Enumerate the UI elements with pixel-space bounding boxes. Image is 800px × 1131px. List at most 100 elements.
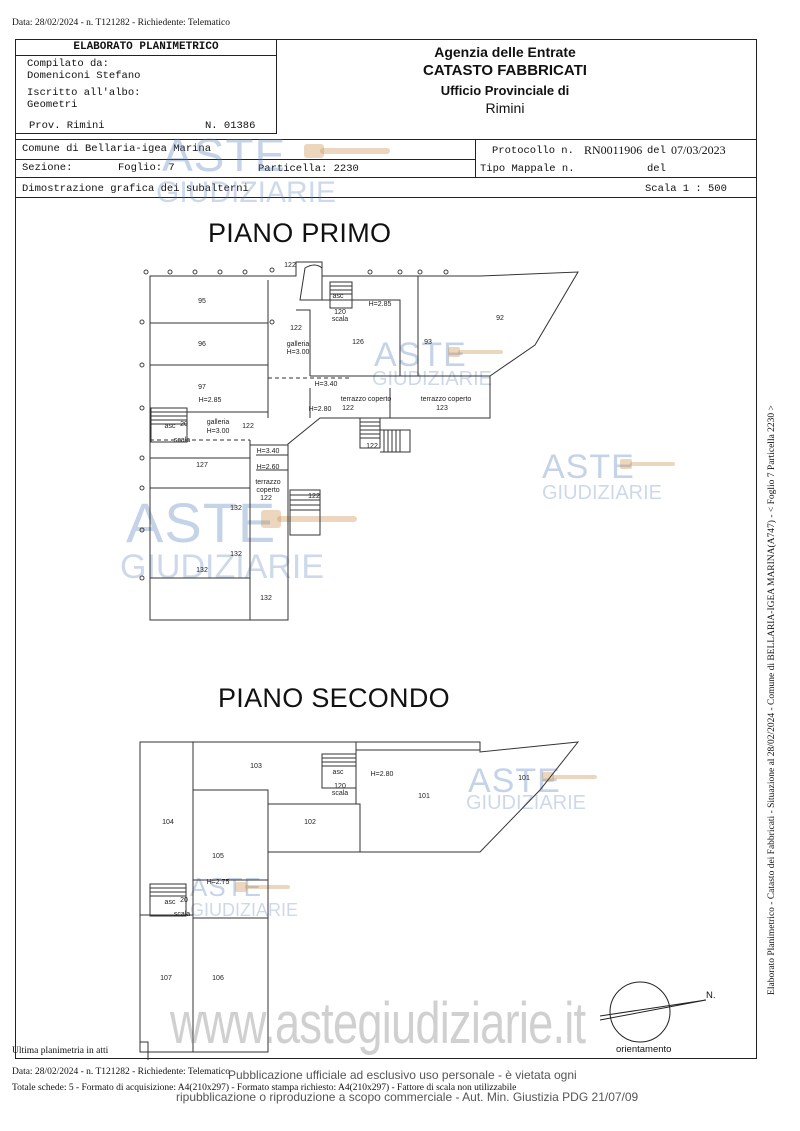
publication-notice-2: ripubblicazione o riproduzione a scopo c… <box>176 1090 639 1104</box>
gavel-icon <box>448 347 503 357</box>
room-label: 97 <box>198 384 206 391</box>
ufficio-city: Rimini <box>485 100 525 116</box>
sezione-label: Sezione: <box>22 162 73 174</box>
footer-totale-line: Totale schede: 5 - Formato di acquisizio… <box>12 1083 517 1093</box>
site-watermark: www.astegiudiziarie.it <box>170 991 586 1056</box>
foglio: Foglio: 7 <box>118 162 175 174</box>
gavel-icon <box>542 772 597 782</box>
numero-albo: N. 01386 <box>205 120 256 132</box>
room-label: 122 <box>260 495 272 502</box>
room-label: 102 <box>304 819 316 826</box>
compass-icon <box>599 981 707 1043</box>
watermark-giudiziarie: GIUDIZIARIE <box>156 176 337 209</box>
room-label: 132 <box>230 551 242 558</box>
room-label: 92 <box>496 315 504 322</box>
room-label: 122 <box>308 493 320 500</box>
room-label: 105 <box>212 853 224 860</box>
agency-name: Agenzia delle Entrate <box>434 44 576 60</box>
room-label: 127 <box>196 462 208 469</box>
floor-title-primo: PIANO PRIMO <box>208 218 392 248</box>
room-label: H=3.40 <box>257 448 280 455</box>
room-label: H=3.40 <box>315 381 338 388</box>
room-label: asc <box>165 899 176 906</box>
footer-data-line: Data: 28/02/2024 - n. T121282 - Richiede… <box>12 1067 230 1077</box>
watermark-aste: ASTE <box>374 336 467 374</box>
ultima-planimetria: Ultima planimetria in atti <box>12 1046 109 1056</box>
room-label: scala <box>332 790 348 797</box>
provincia: Prov. Rimini <box>29 120 105 132</box>
room-label: 20 <box>180 421 188 428</box>
divider <box>15 159 475 160</box>
room-label: 95 <box>198 298 206 305</box>
side-note: Elaborato Planimetrico - Catasto dei Fab… <box>767 405 777 995</box>
watermark-aste: ASTE <box>162 129 287 181</box>
divider <box>15 55 277 56</box>
room-label: asc <box>165 423 176 430</box>
room-label: 20 <box>180 897 188 904</box>
room-label: asc <box>333 293 344 300</box>
watermark-aste: ASTE <box>468 762 561 800</box>
room-label: 122 <box>284 262 296 269</box>
room-label: 96 <box>198 341 206 348</box>
room-label: 103 <box>250 763 262 770</box>
room-label: terrazzo <box>255 479 280 486</box>
catasto-fabbricati: CATASTO FABBRICATI <box>423 62 587 79</box>
room-label: H=2.75 <box>207 879 230 886</box>
gavel-icon <box>620 459 675 469</box>
orientamento-label: orientamento <box>616 1044 672 1055</box>
room-label: scala <box>174 437 190 444</box>
room-label: 132 <box>230 505 242 512</box>
compilato-label: Compilato da: <box>27 58 109 70</box>
watermark-giudiziarie: GIUDIZIARIE <box>466 792 587 814</box>
scala: Scala 1 : 500 <box>645 183 727 195</box>
room-label: 123 <box>436 405 448 412</box>
room-label: 107 <box>160 975 172 982</box>
divider <box>15 139 757 140</box>
room-label: 122 <box>342 405 354 412</box>
compilato-name: Domeniconi Stefano <box>27 70 141 82</box>
room-label: 101 <box>418 793 430 800</box>
room-label: H=2.85 <box>199 397 222 404</box>
iscritto-label: Iscritto all'albo: <box>27 87 141 99</box>
room-label: terrazzo coperto <box>421 396 472 403</box>
watermark-giudiziarie: GIUDIZIARIE <box>120 548 325 586</box>
publication-notice-1: Pubblicazione ufficiale ad esclusivo uso… <box>228 1068 577 1082</box>
protocollo-value: RN0011906 <box>584 143 643 157</box>
del-value: 07/03/2023 <box>671 143 726 157</box>
room-label: 122 <box>366 443 378 450</box>
room-label: H=3.00 <box>287 349 310 356</box>
north-label: N. <box>706 990 716 1001</box>
elaborato-box <box>15 39 277 134</box>
room-label: scala <box>332 316 348 323</box>
document-frame <box>15 39 757 1059</box>
ufficio-provinciale: Ufficio Provinciale di <box>440 83 570 98</box>
room-label: 132 <box>196 567 208 574</box>
room-label: H=2.85 <box>369 301 392 308</box>
room-label: galleria <box>207 419 230 426</box>
comune: Comune di Bellaria-igea Marina <box>22 143 212 155</box>
room-label: H=2.80 <box>309 406 332 413</box>
room-label: 101 <box>518 775 530 782</box>
room-label: 120 <box>334 783 346 790</box>
room-label: H=2.60 <box>257 464 280 471</box>
room-label: H=3.00 <box>207 428 230 435</box>
watermark-giudiziarie: GIUDIZIARIE <box>190 900 299 920</box>
room-label: 104 <box>162 819 174 826</box>
del-label-2: del <box>647 163 666 175</box>
room-label: terrazzo coperto <box>341 396 392 403</box>
particella: Particella: 2230 <box>258 163 359 175</box>
room-label: coperto <box>256 487 279 494</box>
divider <box>15 177 757 178</box>
top-data-line: Data: 28/02/2024 - n. T121282 - Richiede… <box>12 18 230 28</box>
tipo-mappale: Tipo Mappale n. <box>480 163 575 175</box>
room-label: 132 <box>260 595 272 602</box>
room-label: 120 <box>334 309 346 316</box>
divider <box>15 197 757 198</box>
watermark-aste: ASTE <box>542 448 635 486</box>
watermark-aste: ASTE <box>190 872 262 902</box>
room-label: 93 <box>424 339 432 346</box>
watermark-giudiziarie: GIUDIZIARIE <box>542 482 663 504</box>
room-label: asc <box>333 769 344 776</box>
del-label: del <box>647 145 666 157</box>
